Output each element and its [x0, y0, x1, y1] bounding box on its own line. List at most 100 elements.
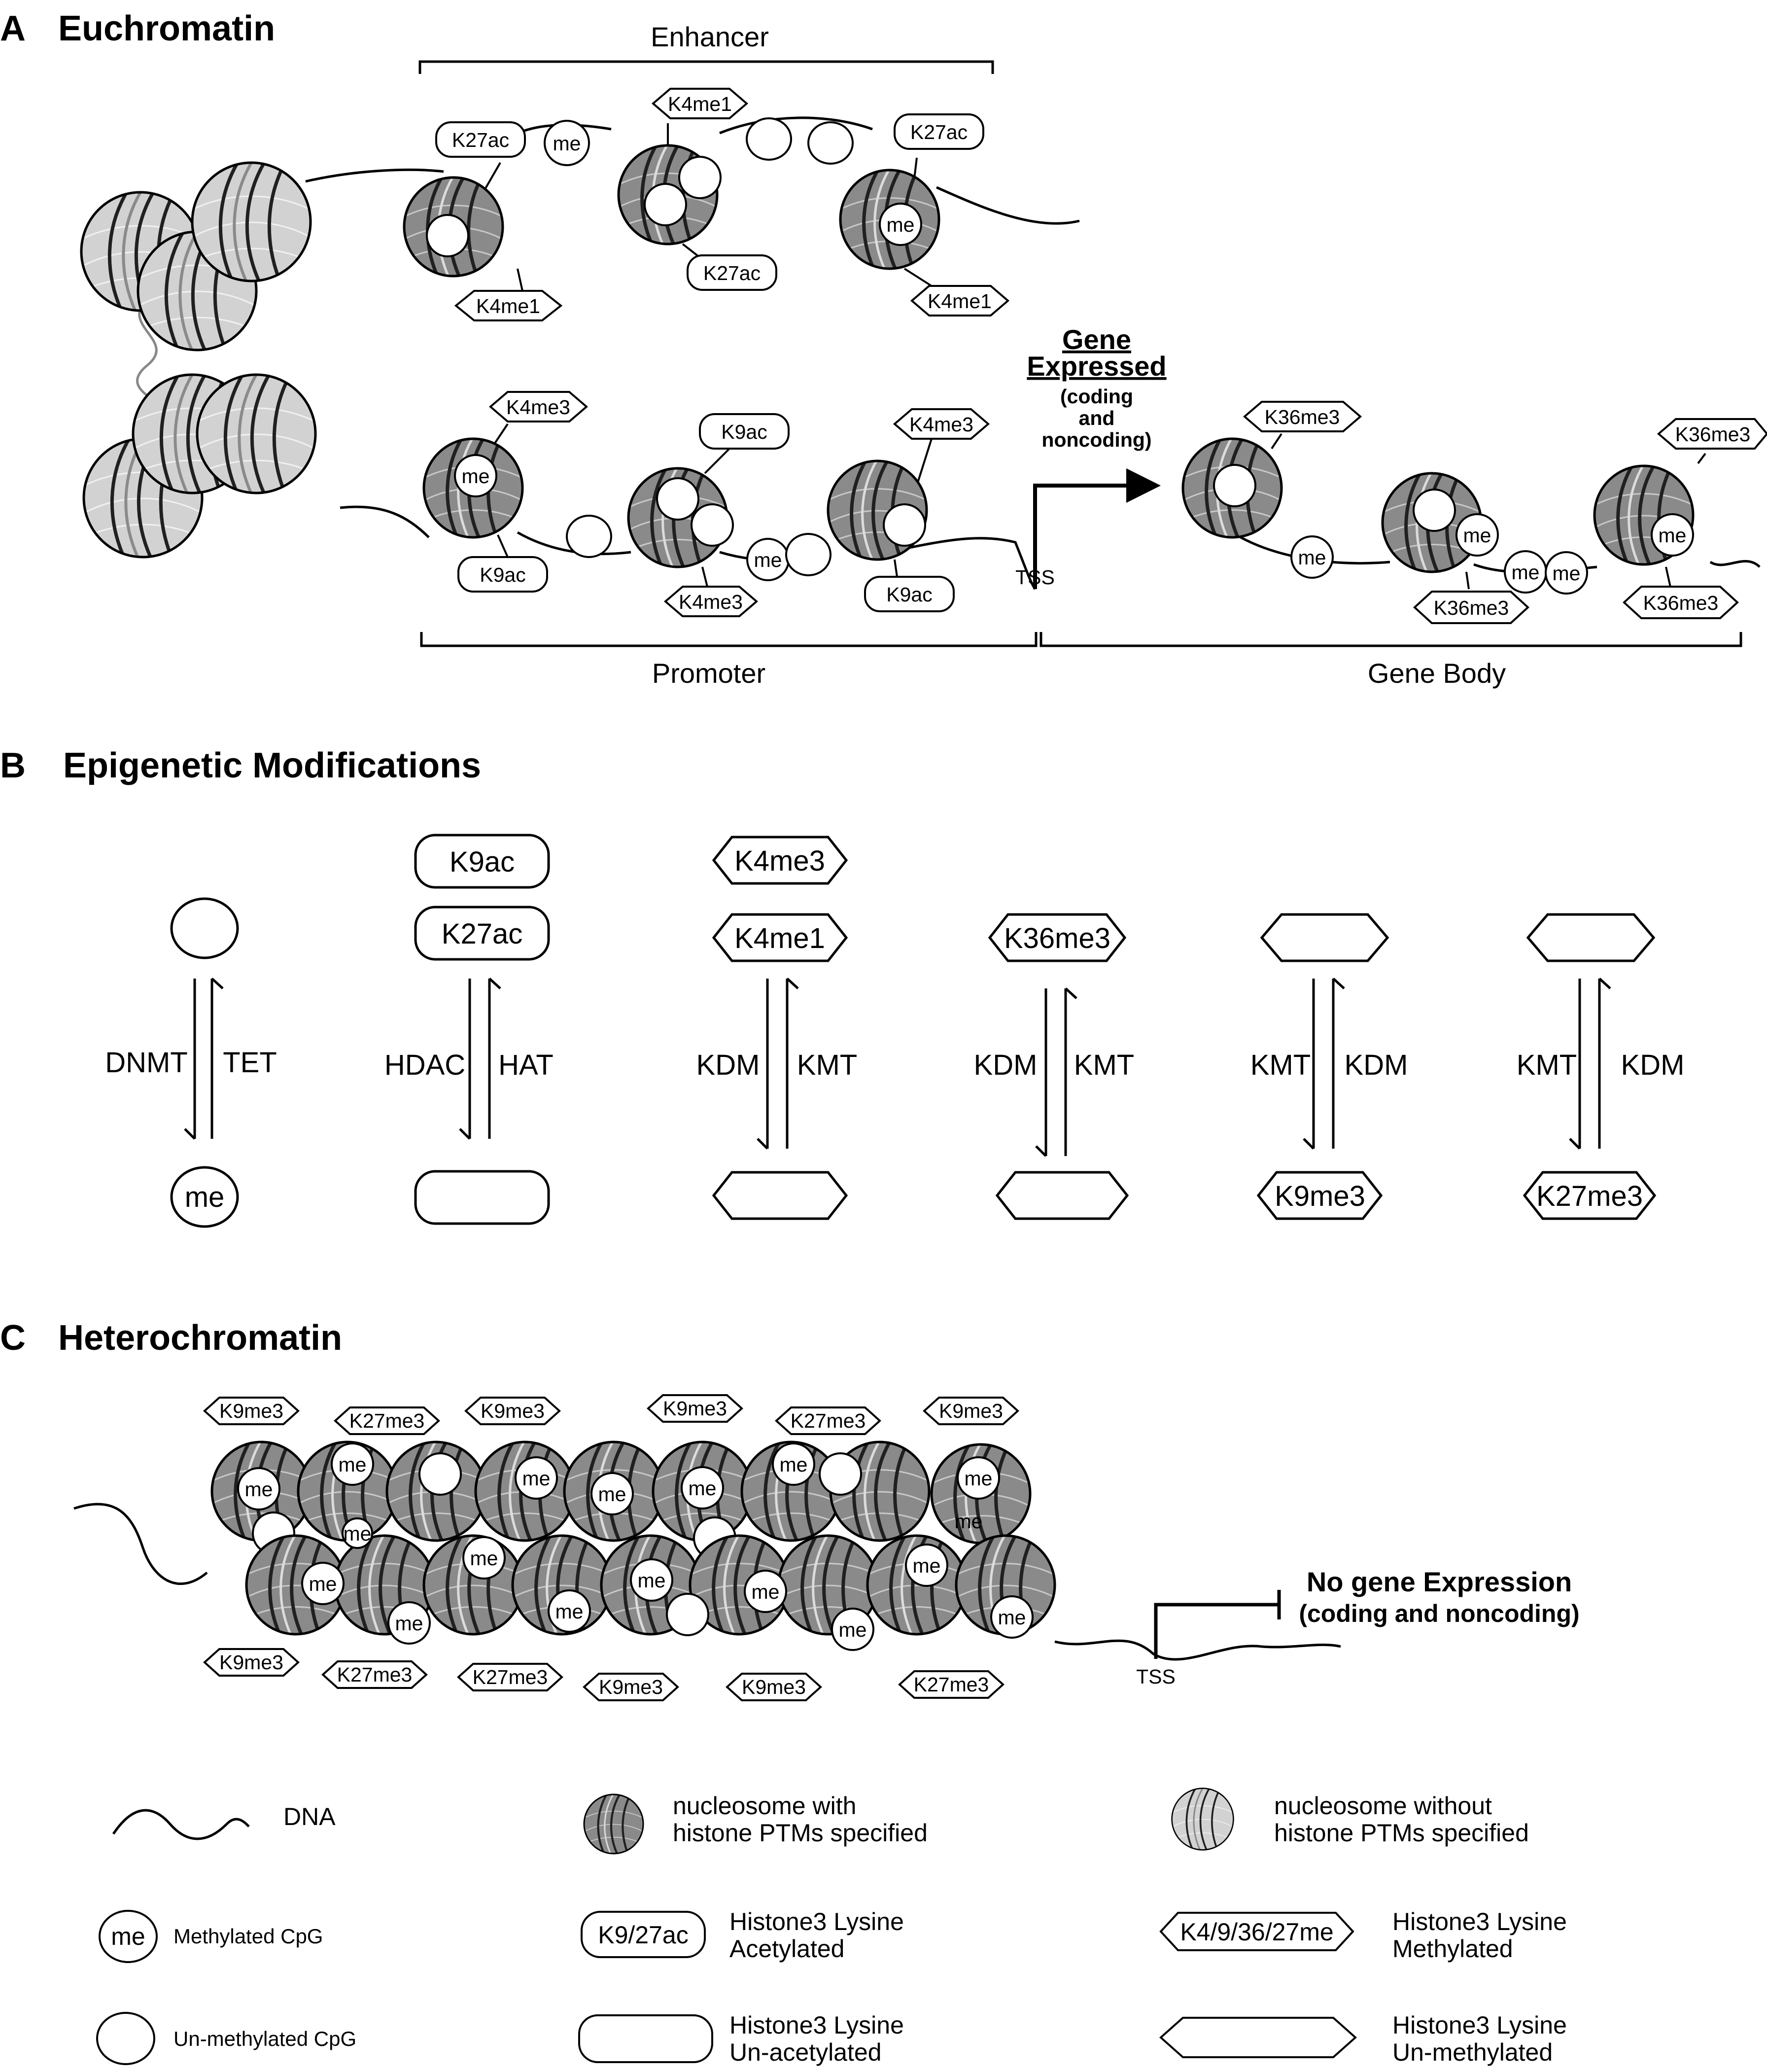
svg-text:HAT: HAT [498, 1049, 554, 1081]
svg-text:me: me [754, 549, 782, 571]
panel-c-title: Heterochromatin [58, 1318, 342, 1358]
svg-text:KMT: KMT [1074, 1049, 1134, 1081]
legend-methyl: K4/9/36/27me Histone3 Lysine Methylated [1159, 1908, 1567, 1963]
legend-nucleosome-ptm: nucleosome with histone PTMs specified [583, 1791, 928, 1857]
svg-text:me: me [965, 1467, 993, 1490]
svg-text:K27me3: K27me3 [349, 1409, 425, 1432]
panel-a-letter: A [0, 9, 26, 48]
legend-methylated-cpg: me Methylated CpG [99, 1910, 323, 1963]
svg-text:Histone3 Lysine: Histone3 Lysine [729, 2011, 904, 2039]
legend-dna: DNA [112, 1803, 336, 1840]
svg-text:Expressed: Expressed [1027, 351, 1166, 382]
svg-text:Gene: Gene [1062, 324, 1131, 355]
svg-text:K27ac: K27ac [452, 129, 509, 151]
svg-text:Un-methylated: Un-methylated [1392, 2038, 1553, 2066]
hetero-tag-k9me3-2: K9me3 [464, 1397, 561, 1425]
tag-body-k36me3-2: K36me3 [1413, 591, 1529, 624]
hetero-tag-k9me3-7: K9me3 [726, 1673, 822, 1701]
hetero-tag-k27me3-1: K27me3 [334, 1406, 440, 1435]
svg-text:K4me3: K4me3 [734, 845, 825, 877]
plain-nucleosome-cluster [79, 158, 318, 562]
svg-text:K9me3: K9me3 [663, 1397, 727, 1420]
dna-linker [136, 297, 159, 405]
svg-text:K36me3: K36me3 [1004, 922, 1110, 954]
svg-text:noncoding): noncoding) [1041, 428, 1151, 451]
gene-body-bracket [1039, 632, 1742, 647]
panel-c-letter: C [0, 1318, 26, 1358]
promoter-label: Promoter [652, 658, 765, 689]
legend: DNA nucleosome with histone PTMs specifi… [96, 1786, 1567, 2066]
svg-text:K4me1: K4me1 [476, 295, 540, 317]
svg-text:K27me3: K27me3 [914, 1673, 989, 1696]
svg-text:me: me [998, 1606, 1026, 1629]
svg-text:me: me [1463, 524, 1491, 547]
dna-methyl-reaction: me DNMT TET [105, 897, 277, 1228]
svg-text:K27me3: K27me3 [791, 1409, 866, 1432]
enhancer-bracket [418, 60, 994, 74]
tss-arrow-head [1126, 468, 1161, 503]
svg-text:me: me [887, 213, 915, 236]
tag-enh-k27ac-1: K27ac [435, 121, 526, 158]
svg-text:DNMT: DNMT [105, 1047, 188, 1079]
legend-unacetyl: Histone3 Lysine Un-acetylated [578, 2011, 904, 2066]
svg-text:KMT: KMT [1250, 1049, 1311, 1081]
svg-text:Acetylated: Acetylated [729, 1935, 844, 1963]
tag-pro-k4me3-1: K4me3 [488, 391, 589, 422]
svg-text:K9ac: K9ac [480, 563, 525, 586]
svg-text:me: me [185, 1181, 225, 1213]
svg-text:Methylated: Methylated [1392, 1935, 1513, 1963]
svg-text:me: me [245, 1478, 273, 1501]
k9-methyl-reaction: K9me3 KMT KDM [1250, 913, 1408, 1220]
svg-text:nucleosome with: nucleosome with [673, 1792, 856, 1820]
svg-text:K27me3: K27me3 [1536, 1180, 1643, 1212]
svg-text:K36me3: K36me3 [1675, 423, 1751, 446]
dna-strand-lower [340, 505, 1761, 590]
svg-text:Histone3 Lysine: Histone3 Lysine [1392, 1908, 1567, 1935]
panel-c: C Heterochromatin me me me m [0, 1318, 1580, 1701]
svg-text:me: me [470, 1547, 498, 1570]
svg-text:K4me3: K4me3 [909, 413, 973, 436]
svg-text:me: me [395, 1612, 423, 1635]
svg-text:K9ac: K9ac [721, 421, 767, 443]
svg-text:me: me [1512, 561, 1540, 584]
legend-nucleosome-plain: nucleosome without histone PTMs specifie… [1171, 1786, 1529, 1852]
svg-text:me: me [111, 1923, 145, 1950]
svg-text:K4me3: K4me3 [679, 591, 743, 613]
hetero-tag-k27me3-5: K27me3 [898, 1670, 1005, 1699]
svg-text:me: me [339, 1453, 367, 1476]
no-expression-label: No gene Expression [1307, 1566, 1572, 1597]
svg-text:me: me [955, 1510, 983, 1533]
svg-text:me: me [522, 1467, 551, 1490]
enhancer-cpg-methylated: me [544, 120, 590, 166]
svg-text:K36me3: K36me3 [1265, 406, 1340, 428]
svg-text:Histone3 Lysine: Histone3 Lysine [1392, 2011, 1567, 2039]
hetero-tag-k9me3-3: K9me3 [647, 1394, 743, 1423]
svg-text:DNA: DNA [283, 1803, 336, 1830]
svg-text:KMT: KMT [797, 1049, 857, 1081]
tag-pro-k9ac-1: K9ac [457, 556, 548, 593]
svg-text:me: me [752, 1580, 780, 1603]
gene-expressed-label: Gene Expressed (coding and noncoding) [1027, 324, 1166, 451]
svg-text:K9me3: K9me3 [219, 1651, 283, 1674]
svg-text:KDM: KDM [1345, 1049, 1408, 1081]
tss-arrow-stem [1033, 484, 1129, 589]
svg-text:histone PTMs specified: histone PTMs specified [673, 1819, 928, 1847]
panel-b: B Epigenetic Modifications me DNMT TET K… [0, 746, 1684, 1228]
svg-text:K9me3: K9me3 [599, 1676, 663, 1698]
hetero-tag-k27me3-2: K27me3 [775, 1406, 881, 1435]
svg-text:K9me3: K9me3 [742, 1676, 806, 1698]
tss-label-a: TSS [1015, 566, 1055, 589]
tag-enh-k4me1-3: K4me1 [910, 285, 1010, 316]
tag-body-k36me3-4: K36me3 [1623, 586, 1739, 619]
svg-text:me: me [1298, 546, 1326, 569]
svg-text:K4me1: K4me1 [928, 290, 992, 313]
svg-text:K4me1: K4me1 [668, 93, 732, 115]
panel-b-title: Epigenetic Modifications [63, 746, 481, 785]
svg-text:Un-acetylated: Un-acetylated [729, 2038, 882, 2066]
svg-text:K9ac: K9ac [886, 583, 932, 606]
svg-text:me: me [555, 1600, 584, 1623]
k4-methyl-reaction: K4me3 K4me1 KDM KMT [696, 836, 857, 1220]
svg-text:nucleosome without: nucleosome without [1274, 1792, 1492, 1820]
hetero-tag-k9me3-1: K9me3 [203, 1397, 300, 1425]
svg-text:K9me3: K9me3 [939, 1400, 1003, 1422]
